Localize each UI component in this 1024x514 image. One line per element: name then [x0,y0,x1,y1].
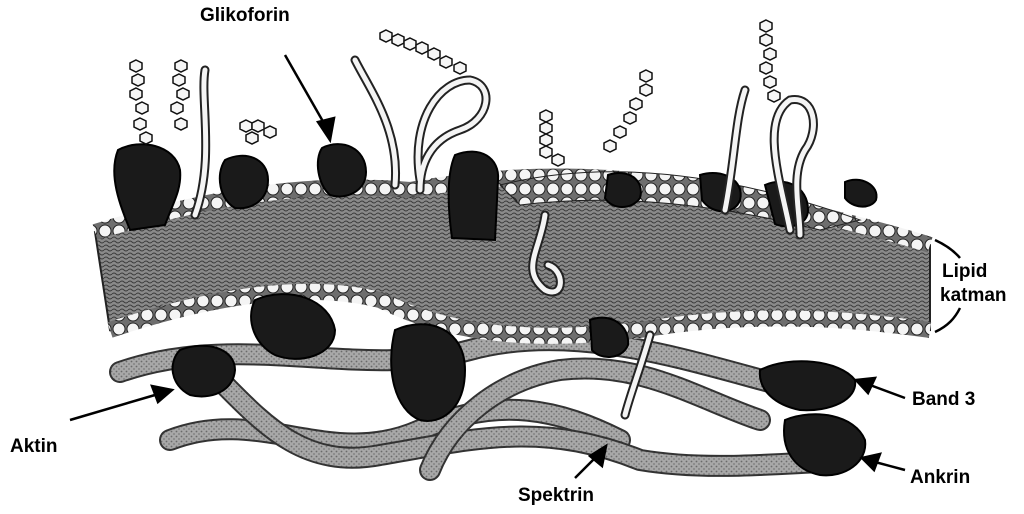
glikoforin-label: Glikoforin [200,6,290,27]
band3-arrowhead [856,378,875,393]
ankrin-label: Ankrin [910,468,970,489]
aktin-arrowhead [152,386,172,402]
band3-label: Band 3 [912,390,975,411]
ankrin-arrowhead [862,454,880,470]
aktin-label: Aktin [10,437,58,458]
band3-arrow [870,385,905,398]
glikoforin-arrow [285,55,325,125]
ankrin-arrow [875,462,905,470]
glikoforin-arrowhead [318,118,334,140]
aktin-arrow [70,395,155,420]
spektrin-label: Spektrin [518,486,594,507]
lipid-label-line2: katman [940,286,1007,307]
lipid-lower-leader [935,308,960,332]
lipid-upper-leader [935,240,960,258]
lipid-label-line1: Lipid [942,262,987,283]
sugar-chains [130,20,780,166]
